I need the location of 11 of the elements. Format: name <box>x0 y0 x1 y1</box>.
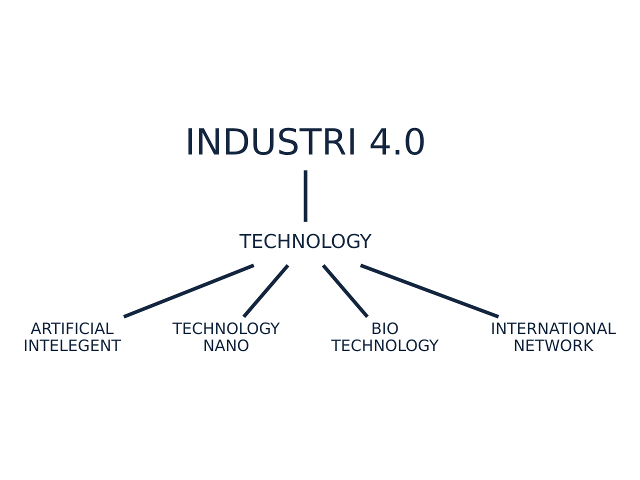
node-text: BIO TECHNOLOGY <box>331 318 439 355</box>
connector <box>304 170 308 222</box>
node-text: ARTIFICIAL INTELEGENT <box>23 318 121 355</box>
node-text: INDUSTRI 4.0 <box>184 120 426 163</box>
node-text: TECHNOLOGY NANO <box>172 318 280 355</box>
node-text: TECHNOLOGY <box>239 230 372 253</box>
node-text: INTERNATIONAL NETWORK <box>490 318 616 355</box>
connector <box>123 263 254 318</box>
connector <box>360 263 500 318</box>
connector <box>242 264 290 318</box>
connector <box>322 264 369 318</box>
